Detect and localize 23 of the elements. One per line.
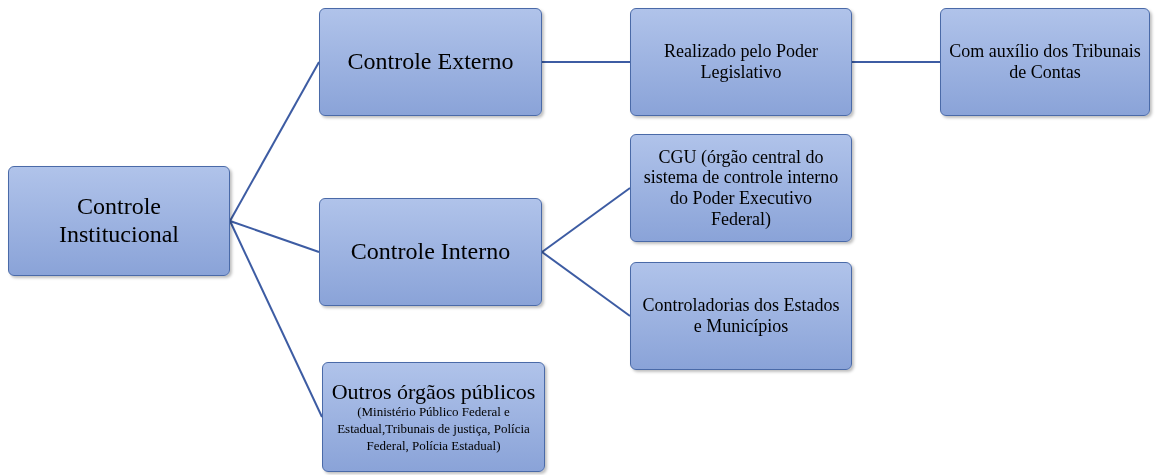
process-box [322, 362, 545, 472]
process-box [319, 8, 542, 116]
box-text: Com auxílio dos Tribunais de Contas [949, 41, 1141, 83]
connector-line [229, 61, 320, 222]
box-text: Controle Institucional [58, 193, 180, 249]
process-box [630, 134, 852, 242]
box-text: Controladorias dos Estados e Municípios [641, 295, 841, 337]
connector-line [541, 187, 631, 253]
connector-line [229, 220, 320, 253]
box-text: Controle Externo [347, 48, 514, 76]
process-box [630, 8, 852, 116]
connector-line [851, 61, 941, 63]
box-text: Controle Interno [350, 238, 511, 266]
box-text: Realizado pelo Poder Legislativo [663, 41, 819, 83]
process-box [630, 262, 852, 370]
box-text: CGU (órgão central do sistema de controle interno do Poder Executivo Federal) [642, 146, 840, 230]
process-box [319, 198, 542, 306]
box-text: Outros órgãos públicos (Ministério Público Federal e Estadual,Tribunais de justiça, Polícia Federal, Polícia Estadual) [331, 380, 536, 454]
process-box [940, 8, 1150, 116]
process-box [8, 166, 230, 276]
connector-line [229, 220, 323, 418]
connector-line [541, 61, 631, 63]
connector-line [541, 251, 631, 317]
